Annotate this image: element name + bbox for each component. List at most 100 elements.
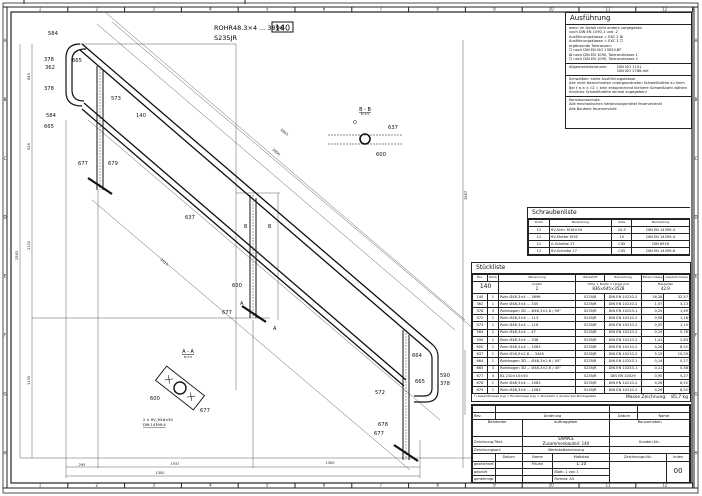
parts-cell: 3 [486,364,500,373]
drawing-label: A [240,301,244,307]
parts-cell: 1,41 [640,335,665,345]
zone-label: 8 [436,7,439,12]
zone-label: G [3,391,6,396]
drawing-label: 1120 [27,240,31,250]
parts-cell: 1,16 [663,314,690,323]
drawing-label: 677 [222,310,232,316]
post-678 [402,330,410,460]
title-block-cell: Zeichnungs-Nr.: [609,453,668,462]
parts-cell: DIN EN 10253-1 [604,307,642,316]
zone-label: A [4,38,7,43]
parts-list-title: Stückliste [472,263,690,274]
title-block-cell: Kunden-Nr.: [609,436,690,448]
title-block-cell: Blatt: 1 von 1 [552,467,611,476]
drawing-label: 378 [44,57,54,63]
drawing-label: 679 [108,161,118,167]
execution-line: ☐ nach DIN EN 1090, Toleranzklasse 2 [569,57,638,62]
zone-label: H [694,450,697,455]
post-679 [96,66,104,190]
parts-cell: 1 [486,378,500,388]
parts-cell: 2,83 [663,335,690,345]
parts-cell: DIN EN 10210-2 [604,342,642,352]
revision-index: 00 [666,460,690,484]
zone-label: D [3,215,6,220]
parts-cell: Rohr Ø48,3×4 ... 47 [498,328,577,337]
drawing-label: B [244,224,248,230]
parts-cell: 0,14 [640,357,665,366]
parts-header: Pos. [472,273,488,282]
drawing-label: 926 [27,142,31,150]
title-block-cell: geprüft [472,467,496,476]
bolt-cell: DIN EN 14399-6 [631,247,690,256]
parts-cell: 0,95 [640,371,665,380]
parts-cell: 1,57 [640,299,665,309]
zone-label: 6 [323,7,326,12]
corrosion-line: Alle Bauteile feuerverzinkt [569,106,617,111]
drawing-label: 677 [78,161,88,167]
parts-cell: DIN EN 10210-2 [604,314,642,323]
title-block-cell: Zeichnungsart: [472,446,523,455]
parts-cell: 665 [472,364,488,373]
parts-cell: 3 [486,307,500,316]
parts-cell: 8,52 [663,342,690,352]
title-block-cell: Zeichnung-Titel: [472,436,523,448]
parts-cell: 679 [472,386,488,395]
parts-cell: 0,19 [640,328,665,337]
title-block-cell [521,467,554,476]
parts-cell: 1,10 [663,321,690,330]
drawing-label: 295 [79,463,86,467]
title-block-cell [472,453,496,462]
parts-cell: S235JR [575,357,606,366]
total-mass: 85,7 kg [671,395,688,401]
parts-cell: 1 [486,342,500,352]
zone-label: 7 [380,7,383,12]
parts-cell: S235JR [575,378,606,388]
parts-header: Gesamt-masse [663,273,690,282]
bolt-cell: 12 [528,247,550,256]
welding-line: Schweißen: siehe Ausführungsklasse [569,76,636,81]
title-block-cell: Auftraggeber [521,419,611,438]
drawing-label: 2 × HV_M16×50 [143,418,174,422]
parts-cell: DIN EN 10210-2 [604,386,642,395]
execution-notes-box: Ausführung wenn im Detail nicht anders v… [565,12,692,129]
bolt-list-title: Schraubenliste [528,208,690,219]
title-block-cell: Bearbeiter [472,419,523,438]
bolt-header: Güte [611,218,633,227]
parts-cell: 4,26 [640,378,665,388]
zone-label: 12 [662,483,668,488]
parts-cell: 573 [472,321,488,330]
bolt-cell: DIN EN 14399-4 [631,225,690,234]
parts-cell: 8,52 [663,386,690,395]
title-block-cell: Format: A3 [552,474,611,484]
parts-header: Stück [486,273,500,282]
title-block-cell [494,460,523,469]
execution-line: Ausführungsklasse = EXC 3 ☐ [569,39,623,44]
parts-cell: S235JR [575,335,606,345]
zone-label: 9 [493,7,496,12]
title-block-cell: Rev. [472,412,496,421]
bolt-cell: HV-Scheibe 17 [548,247,613,256]
zone-label: F [695,333,698,338]
parts-cell: Rohr Ø48,3×4 ... 335 [498,299,577,309]
parts-cell: S235JR [575,342,606,352]
parts-cell: 4,26 [640,386,665,395]
drawing-label: 637 [185,215,195,221]
bolt-cell: HV-Schr. M16×50 [548,225,613,234]
welding-line: Bei t ≤ a × √2 = kein entsprechend klein… [569,85,687,90]
bolt-cell: U-Scheibe 17 [548,240,613,249]
zone-label: 10 [549,483,555,488]
drawing-label: 600 [376,152,386,158]
parts-header: Werkstoff [575,273,606,282]
lower-rail [81,102,407,387]
parts-cell: S235JR [575,321,606,330]
zone-label: 11 [605,7,611,12]
material-label: S235JR [214,34,237,42]
zone-label: G [694,391,697,396]
zone-label: 9 [493,483,496,488]
drawing-label: DIN 14399-4 [143,423,166,427]
